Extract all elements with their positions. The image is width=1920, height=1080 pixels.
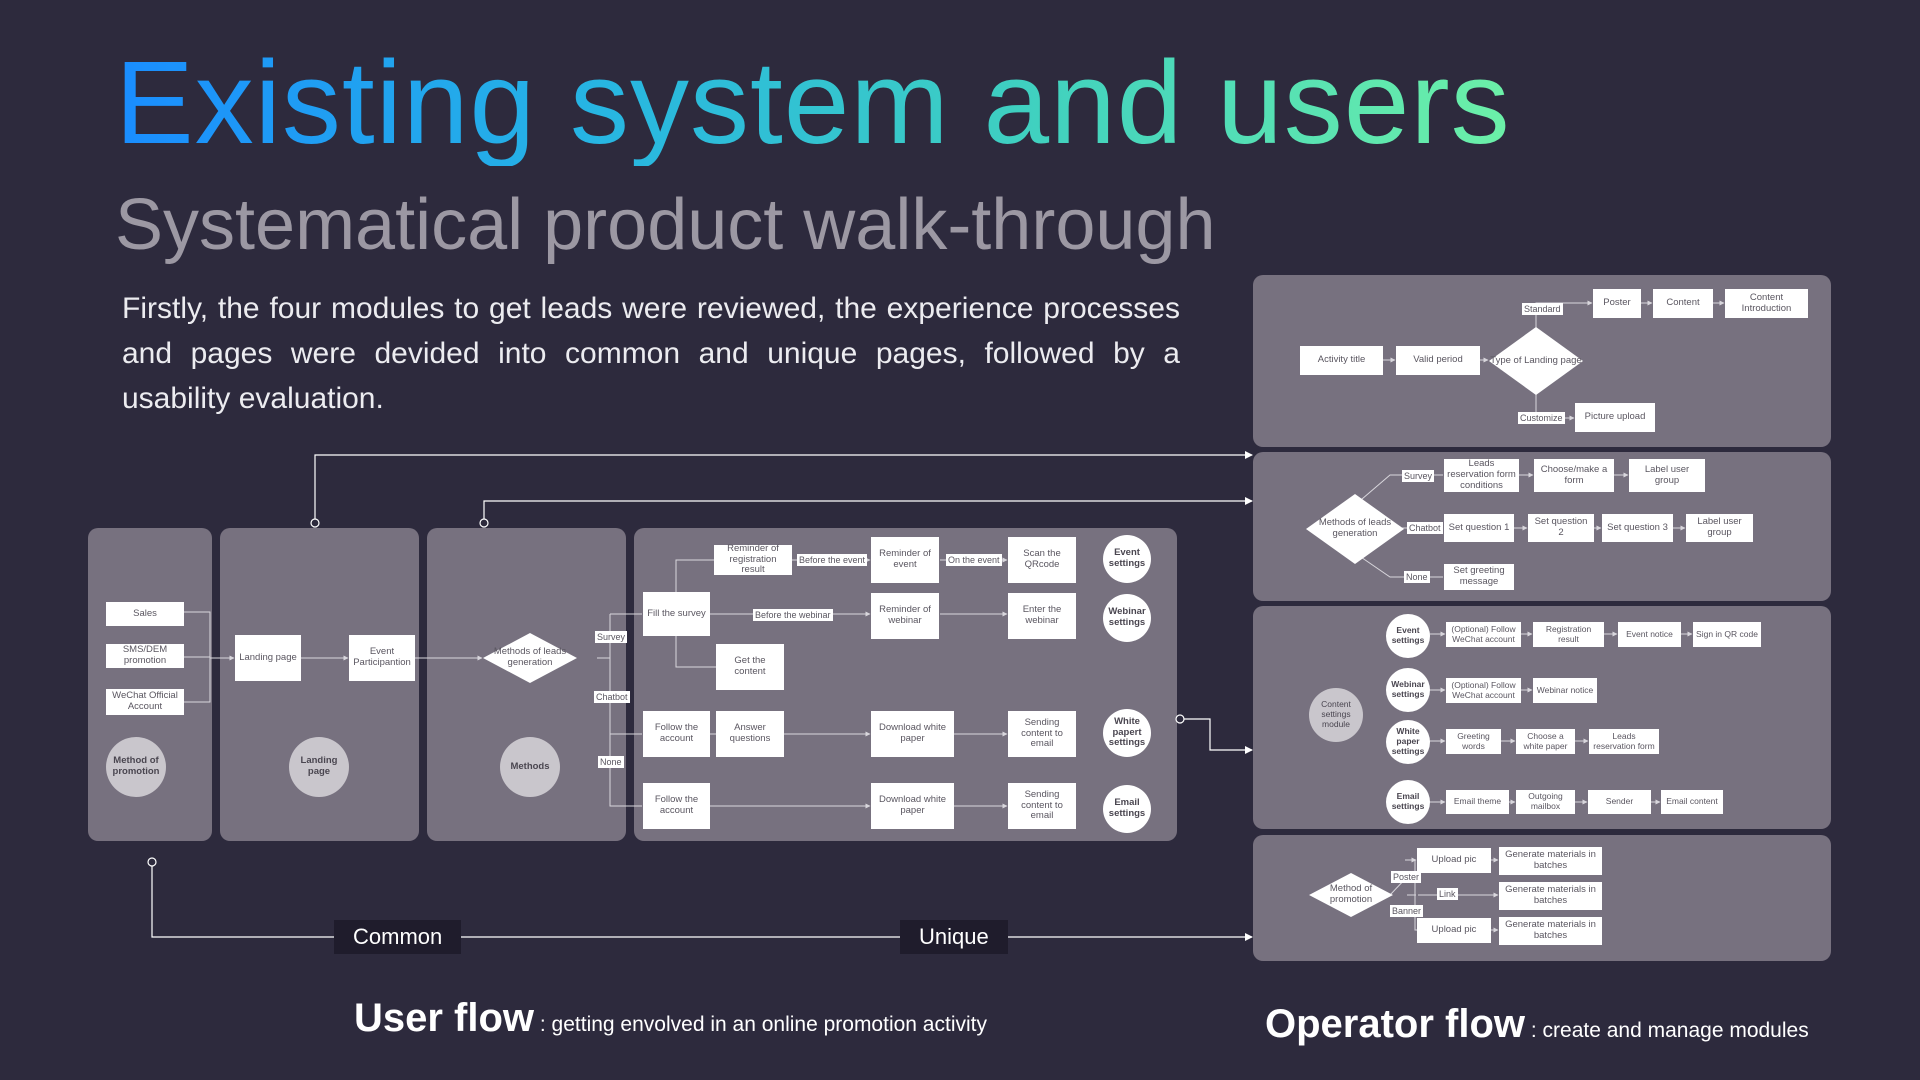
op-none-label: None [1404,571,1430,583]
page-title: Existing system and users [115,37,1511,169]
customize-label: Customize [1518,412,1565,424]
reminder-event-box: Reminder of event [871,537,939,583]
event-follow-wechat-box: (Optional) Follow WeChat account [1446,622,1521,647]
type-landing-label: Type of Landing page [1490,354,1582,366]
landing-page-box: Landing page [235,635,301,681]
leads-reservation-form-box: Leads reservation form [1589,729,1659,754]
unique-tag: Unique [900,920,1008,954]
upload-pic-box-1: Upload pic [1417,848,1491,873]
email-content-box: Email content [1661,790,1723,814]
scan-qrcode-box: Scan the QRcode [1008,537,1076,583]
event-settings-circle: Event settings [1103,535,1151,583]
op-email-settings-circle: Email settings [1386,780,1430,824]
operator-flow-caption: Operator flow : create and manage module… [1265,1002,1809,1047]
page-subtitle: Systematical product walk-through [115,185,1216,265]
outgoing-mailbox-box: Outgoing mailbox [1516,790,1575,814]
webinar-settings-circle: Webinar settings [1103,594,1151,642]
get-content-box: Get the content [716,644,784,690]
type-landing-diamond: Type of Landing page [1488,326,1584,396]
answer-questions-box: Answer questions [716,711,784,757]
op-event-settings-circle: Event settings [1386,614,1430,658]
op-poster-label: Poster [1391,871,1422,883]
follow-account-box-2: Follow the account [643,783,710,829]
promotion-sales: Sales [106,602,184,626]
sender-box: Sender [1588,790,1651,814]
upload-pic-box-2: Upload pic [1417,918,1491,943]
reminder-webinar-box: Reminder of webinar [871,593,939,639]
branch-none: None [598,756,624,768]
download-white-paper-box-2: Download white paper [871,783,954,829]
operator-flow-description: : create and manage modules [1525,1019,1809,1042]
reminder-registration-box: Reminder of registration result [714,543,792,575]
greeting-words-box: Greeting words [1446,729,1501,754]
methods-diamond-label: Methods of leads generation [493,646,567,668]
common-tag: Common [334,920,462,954]
label-group-box-2: Label user group [1686,514,1753,542]
generate-materials-box-3: Generate materials in batches [1499,917,1602,945]
on-event-label: On the event [946,554,1002,566]
before-event-label: Before the event [797,554,868,566]
branch-chatbot: Chatbot [594,691,630,703]
choose-form-box: Choose/make a form [1534,459,1614,492]
generate-materials-box-2: Generate materials in batches [1499,882,1602,910]
op-methods-diamond: Methods of leads generation [1305,493,1405,565]
label-group-box-1: Label user group [1629,459,1705,492]
user-flow-title: User flow [354,996,535,1040]
landing-page-circle: Landing page [289,737,349,797]
event-participation-box: Event Participantion [349,635,415,681]
email-theme-box: Email theme [1446,790,1509,814]
enter-webinar-box: Enter the webinar [1008,593,1076,639]
methods-diamond: Methods of leads generation [482,632,578,684]
event-notice-box: Event notice [1618,622,1681,647]
method-of-promotion-circle: Method of promotion [106,737,166,797]
question-1-box: Set question 1 [1444,514,1514,542]
standard-label: Standard [1522,303,1563,315]
picture-upload-box: Picture upload [1575,403,1655,432]
choose-white-paper-box: Choose a white paper [1516,729,1575,754]
methods-circle: Methods [500,737,560,797]
activity-title-box: Activity title [1300,346,1383,375]
user-flow-caption: User flow : getting envolved in an onlin… [354,996,987,1041]
sending-email-box-2: Sending content to email [1008,783,1076,829]
promotion-wechat: WeChat Official Account [106,689,184,715]
leads-form-box: Leads reservation form conditions [1444,458,1519,492]
op-methods-label: Methods of leads generation [1318,517,1392,539]
op-webinar-settings-circle: Webinar settings [1386,668,1430,712]
registration-result-box: Registration result [1533,622,1604,647]
intro-paragraph: Firstly, the four modules to get leads w… [122,292,1180,415]
generate-materials-box-1: Generate materials in batches [1499,847,1602,875]
content-settings-module-circle: Content settings module [1309,688,1363,742]
promotion-sms-dem: SMS/DEM promotion [106,644,184,668]
sign-qr-box: Sign in QR code [1693,622,1761,647]
sending-email-box-1: Sending content to email [1008,711,1076,757]
op-promotion-diamond: Method of promotion [1308,872,1394,918]
content-box: Content [1653,289,1713,318]
user-flow-description: : getting envolved in an online promotio… [534,1013,987,1036]
webinar-follow-wechat-box: (Optional) Follow WeChat account [1446,678,1521,703]
valid-period-box: Valid period [1396,346,1480,375]
question-3-box: Set question 3 [1602,514,1673,542]
branch-survey: Survey [595,631,628,643]
fill-survey-box: Fill the survey [643,592,710,636]
before-webinar-label: Before the webinar [753,609,833,621]
operator-flow-title: Operator flow [1265,1002,1526,1046]
op-white-paper-settings-circle: White paper settings [1386,720,1430,764]
op-survey-label: Survey [1402,470,1435,482]
follow-account-box-1: Follow the account [643,711,710,757]
download-white-paper-box-1: Download white paper [871,711,954,757]
op-chatbot-label: Chatbot [1407,522,1443,534]
op-link-label: Link [1437,888,1458,900]
email-settings-circle: Email settings [1103,785,1151,833]
white-paper-settings-circle: White papert settings [1103,709,1151,757]
content-intro-box: Content Introduction [1725,289,1808,318]
greeting-message-box: Set greeting message [1444,564,1514,590]
op-banner-label: Banner [1390,905,1424,917]
question-2-box: Set question 2 [1528,514,1594,542]
op-promotion-label: Method of promotion [1329,883,1373,905]
webinar-notice-box: Webinar notice [1533,678,1597,703]
poster-box: Poster [1593,289,1641,318]
